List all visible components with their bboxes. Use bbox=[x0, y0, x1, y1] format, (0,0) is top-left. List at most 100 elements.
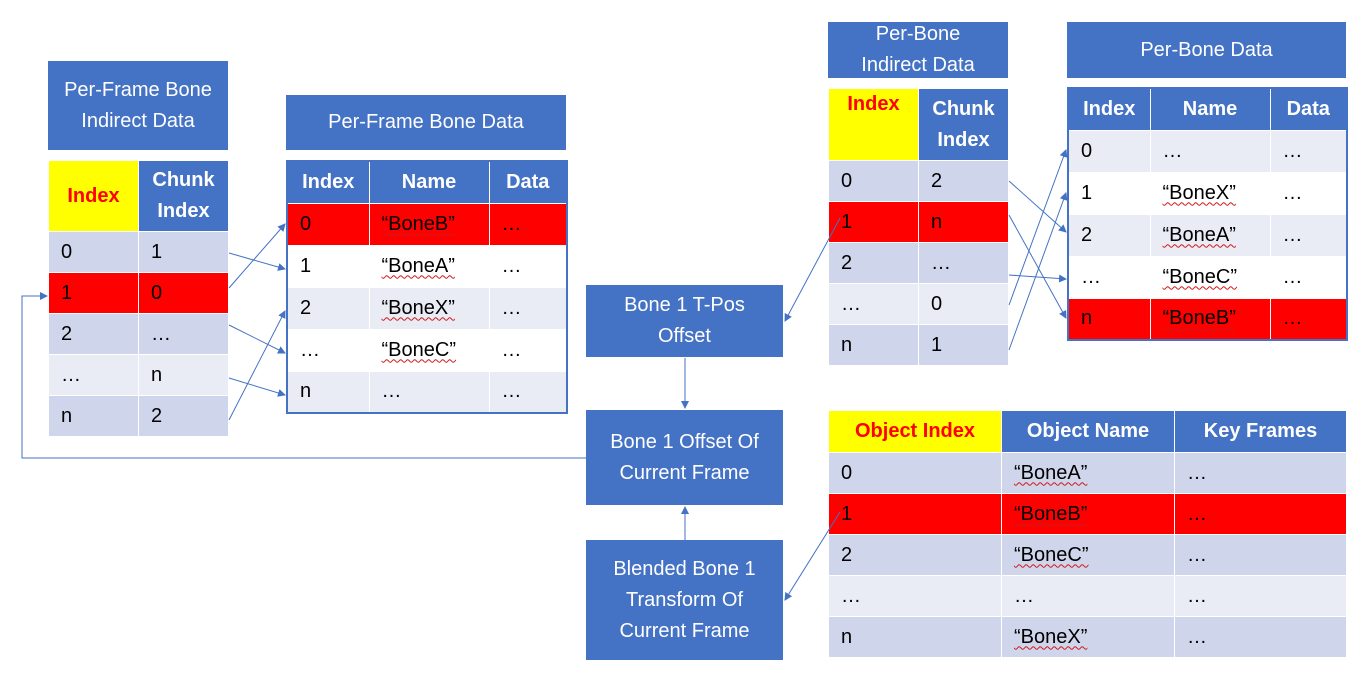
cell: “BoneX” bbox=[1001, 616, 1175, 658]
arrow-pbi-1 bbox=[1008, 214, 1067, 319]
table-row: 2 … bbox=[828, 242, 1009, 284]
table-row: n “BoneX” … bbox=[828, 616, 1347, 658]
per-bone-indirect-table: Index Chunk Index 0 2 1 n 2 … … 0 n 1 bbox=[828, 88, 1009, 366]
cell: … bbox=[1174, 616, 1347, 658]
per-frame-indirect-title-text: Per-Frame Bone Indirect Data bbox=[64, 78, 212, 132]
cell: … bbox=[1269, 129, 1348, 173]
cell: … bbox=[1269, 171, 1348, 215]
arrow-pfi-n bbox=[228, 310, 286, 421]
table-row-selected: 0 “BoneB” … bbox=[286, 202, 568, 246]
cell: … bbox=[488, 202, 568, 246]
table-row: … 0 bbox=[828, 283, 1009, 325]
table-row: 0 1 bbox=[48, 231, 229, 273]
table-row: 0 “BoneA” … bbox=[828, 452, 1347, 494]
tpos-offset-box: Bone 1 T-Pos Offset bbox=[586, 285, 783, 357]
cell: … bbox=[286, 328, 370, 372]
cell: 1 bbox=[48, 272, 139, 314]
tpos-offset-text: Bone 1 T-Pos Offset bbox=[624, 294, 745, 347]
cell: 0 bbox=[918, 283, 1009, 325]
cell-name: “BoneC” bbox=[381, 338, 456, 361]
cell: n bbox=[48, 395, 139, 437]
cell: “BoneA” bbox=[368, 244, 490, 288]
cell: 1 bbox=[828, 493, 1002, 535]
cell: 2 bbox=[828, 534, 1002, 576]
cell: … bbox=[488, 370, 568, 414]
cell: … bbox=[1174, 493, 1347, 535]
col-header-name: Name bbox=[1149, 87, 1271, 131]
arrow-pfi-0 bbox=[228, 252, 286, 271]
cell: 0 bbox=[1067, 129, 1151, 173]
cell: … bbox=[1269, 255, 1348, 299]
cell: n bbox=[286, 370, 370, 414]
blended-transform-text: Blended Bone 1 Transform Of Current Fram… bbox=[613, 557, 756, 642]
col-header-data: Data bbox=[1269, 87, 1348, 131]
table-row: 2 … bbox=[48, 313, 229, 355]
cell: “BoneB” bbox=[1149, 297, 1271, 341]
cell-name: “BoneB” bbox=[1014, 502, 1088, 525]
cell-name: “BoneA” bbox=[1162, 223, 1236, 246]
cell: 1 bbox=[286, 244, 370, 288]
col-header-chunk-index: Chunk Index bbox=[138, 160, 229, 232]
col-header-object-index: Object Index bbox=[828, 410, 1002, 453]
cell: … bbox=[1174, 452, 1347, 494]
cell: “BoneA” bbox=[1001, 452, 1175, 494]
table-row: … n bbox=[48, 354, 229, 396]
per-frame-data-title: Per-Frame Bone Data bbox=[286, 95, 566, 150]
cell: n bbox=[1067, 297, 1151, 341]
cell-name: “BoneC” bbox=[1162, 265, 1237, 288]
cell: 2 bbox=[138, 395, 229, 437]
col-header-chunk-index: Chunk Index bbox=[918, 88, 1009, 161]
col-header-key-frames: Key Frames bbox=[1174, 410, 1347, 453]
cell: … bbox=[828, 283, 919, 325]
table-row: 1 “BoneX” … bbox=[1067, 171, 1348, 215]
table-row: 0 … … bbox=[1067, 129, 1348, 173]
per-frame-indirect-title: Per-Frame Bone Indirect Data bbox=[48, 61, 228, 150]
cell: 2 bbox=[828, 242, 919, 284]
cell: 2 bbox=[918, 160, 1009, 202]
arrow-pbi-3 bbox=[1008, 149, 1068, 306]
blended-transform-box: Blended Bone 1 Transform Of Current Fram… bbox=[586, 540, 783, 660]
object-table: Object Index Object Name Key Frames 0 “B… bbox=[828, 410, 1347, 658]
current-frame-offset-text: Bone 1 Offset Of Current Frame bbox=[610, 430, 759, 484]
cell: … bbox=[1269, 297, 1348, 341]
cell: “BoneX” bbox=[1149, 171, 1271, 215]
per-bone-data-title: Per-Bone Data bbox=[1067, 22, 1346, 78]
cell: … bbox=[918, 242, 1009, 284]
cell-name: “BoneB” bbox=[1162, 307, 1236, 330]
cell: … bbox=[828, 575, 1002, 617]
table-row: n … … bbox=[286, 370, 568, 414]
col-header-index: Index bbox=[48, 160, 139, 232]
col-header-index: Index bbox=[828, 88, 919, 161]
cell-name: “BoneX” bbox=[381, 296, 455, 319]
cell: … bbox=[1149, 129, 1271, 173]
cell: 0 bbox=[48, 231, 139, 273]
cell: “BoneA” bbox=[1149, 213, 1271, 257]
cell: 1 bbox=[828, 201, 919, 243]
per-bone-indirect-title: Per-Bone Indirect Data bbox=[828, 22, 1008, 78]
cell: … bbox=[1001, 575, 1175, 617]
cell-name: “BoneX” bbox=[1014, 625, 1088, 648]
table-row: 0 2 bbox=[828, 160, 1009, 202]
col-header-index: Index bbox=[286, 160, 370, 204]
cell-name: “BoneX” bbox=[1162, 181, 1236, 204]
cell: n bbox=[918, 201, 1009, 243]
table-row: n 1 bbox=[828, 324, 1009, 366]
cell: … bbox=[48, 354, 139, 396]
cell: “BoneC” bbox=[1149, 255, 1271, 299]
cell: 2 bbox=[1067, 213, 1151, 257]
cell: … bbox=[1174, 534, 1347, 576]
cell: n bbox=[138, 354, 229, 396]
cell: “BoneC” bbox=[1001, 534, 1175, 576]
cell: 0 bbox=[138, 272, 229, 314]
table-row: … “BoneC” … bbox=[286, 328, 568, 372]
cell: 1 bbox=[138, 231, 229, 273]
table-row: 2 “BoneA” … bbox=[1067, 213, 1348, 257]
table-row-selected: 1 0 bbox=[48, 272, 229, 314]
col-header-name: Name bbox=[368, 160, 490, 204]
per-bone-data-title-text: Per-Bone Data bbox=[1140, 38, 1273, 61]
cell: 0 bbox=[828, 452, 1002, 494]
table-row: 2 “BoneX” … bbox=[286, 286, 568, 330]
arrow-pbi-n bbox=[1008, 192, 1068, 351]
cell: 1 bbox=[918, 324, 1009, 366]
table-row: … … … bbox=[828, 575, 1347, 617]
